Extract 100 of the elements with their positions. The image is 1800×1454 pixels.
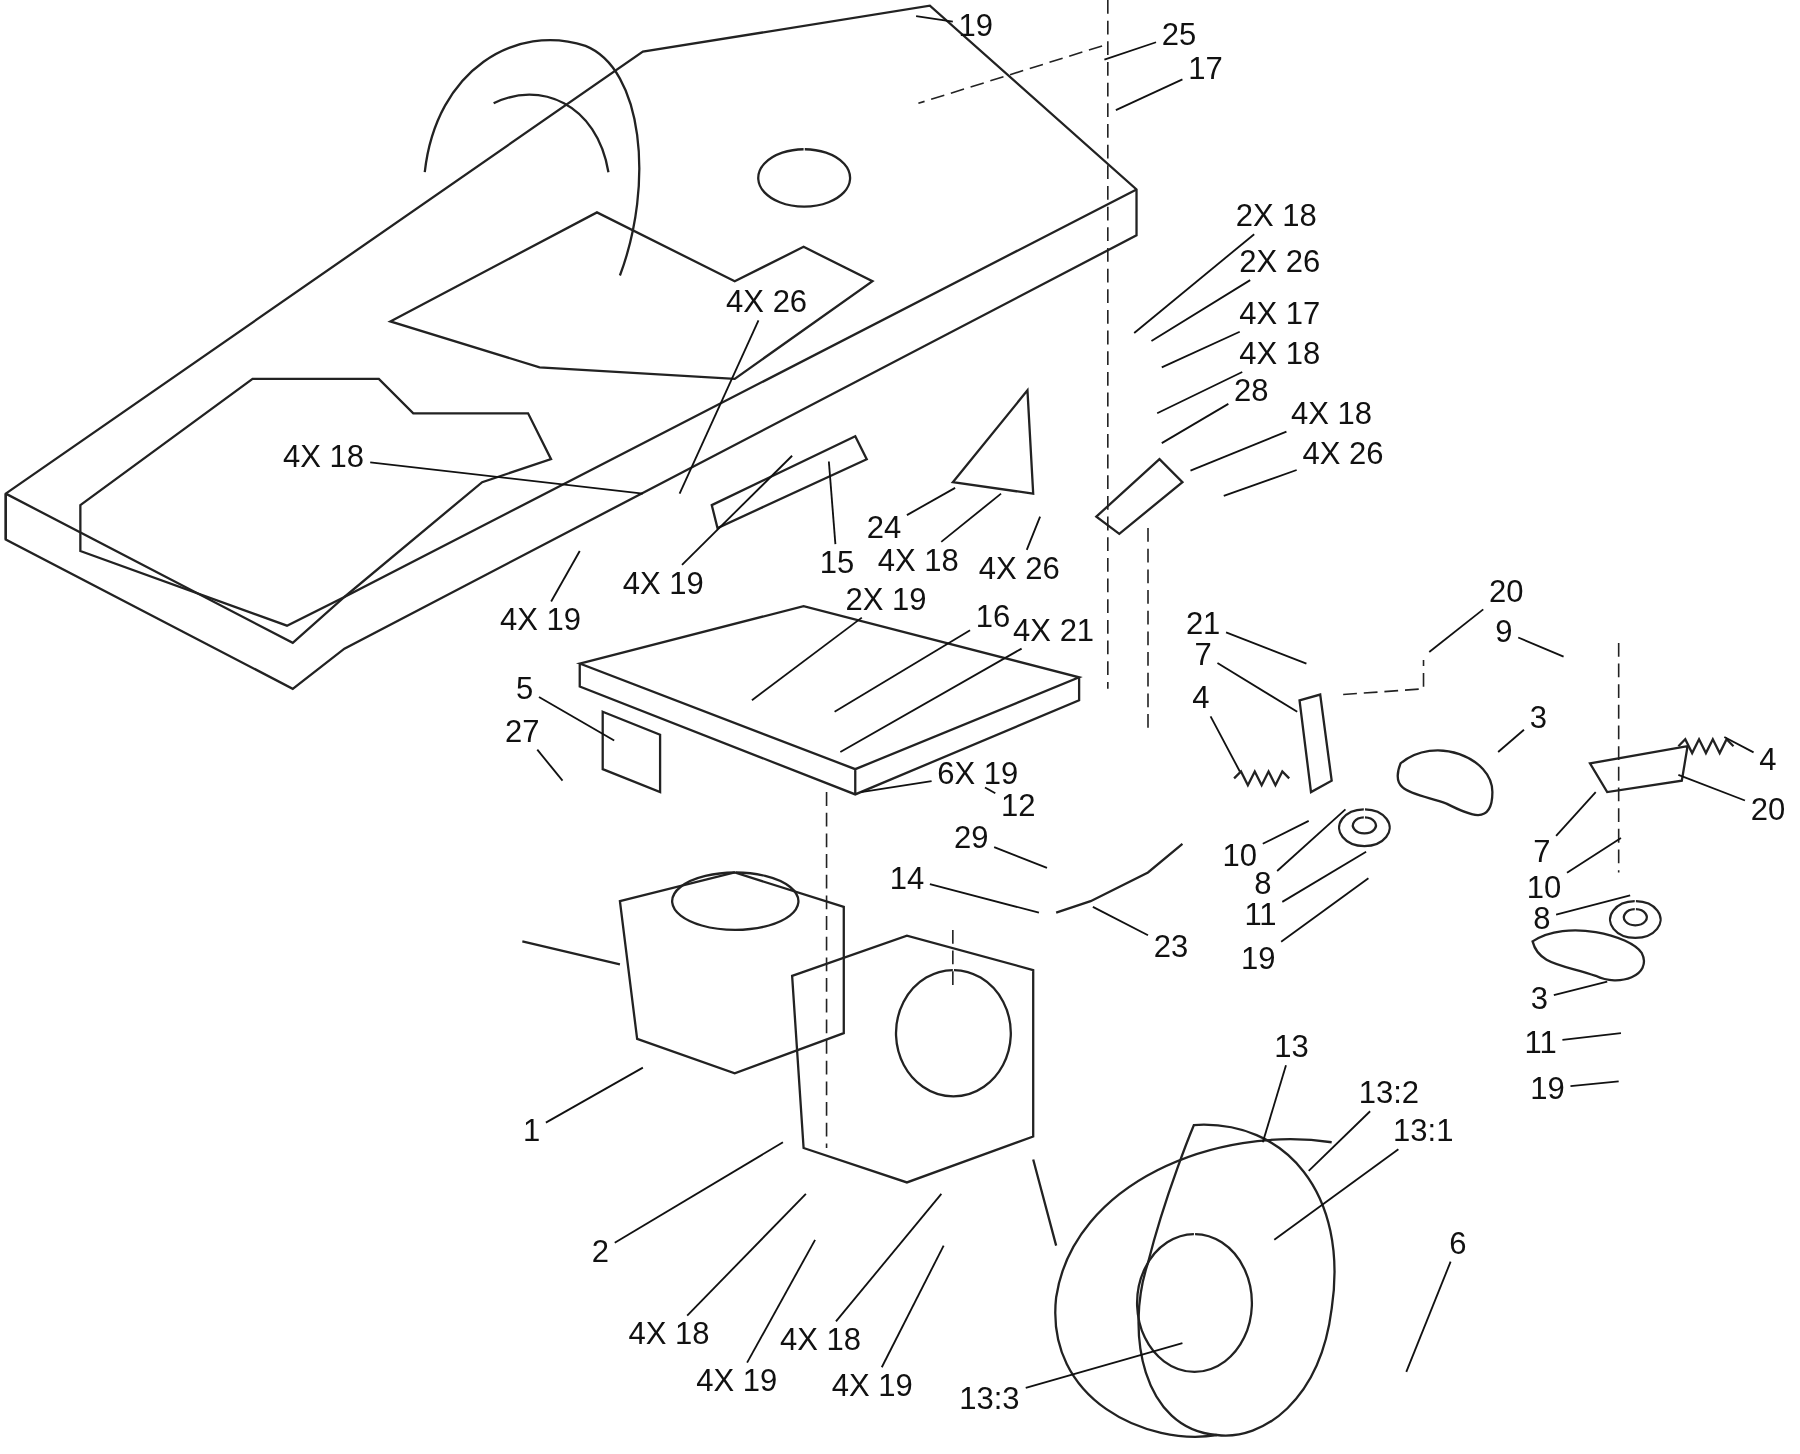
callout-number: 15 bbox=[819, 546, 855, 579]
leader-line bbox=[1566, 837, 1622, 874]
callout-number: 5 bbox=[516, 672, 534, 705]
callout-number: 16 bbox=[975, 600, 1011, 633]
leader-line bbox=[544, 1066, 644, 1124]
leader-line bbox=[1025, 515, 1041, 551]
callout-number: 13:2 bbox=[1358, 1076, 1419, 1109]
callout-number: 13 bbox=[1274, 1030, 1309, 1064]
callout-number: 21 bbox=[1185, 607, 1221, 640]
callout-number: 2X 19 bbox=[845, 583, 927, 616]
leader-line bbox=[1103, 41, 1157, 61]
callout-number: 4X 21 bbox=[1013, 614, 1095, 647]
leader-line bbox=[678, 319, 760, 495]
leader-line bbox=[928, 883, 1040, 914]
leader-line bbox=[1555, 791, 1597, 837]
leader-line bbox=[1273, 1148, 1400, 1241]
leader-line bbox=[915, 15, 954, 23]
leader-line bbox=[1428, 608, 1485, 653]
leader-line bbox=[1677, 774, 1746, 802]
callout-number: 12 bbox=[1001, 789, 1036, 822]
callout-number: 11 bbox=[1524, 1026, 1557, 1059]
leader-line bbox=[1555, 894, 1632, 916]
leader-line bbox=[746, 1238, 816, 1364]
callout-number: 25 bbox=[1161, 18, 1197, 51]
leader-line bbox=[1307, 1110, 1372, 1172]
leader-line bbox=[1133, 233, 1256, 334]
callout-number: 3 bbox=[1530, 982, 1549, 1015]
callout-number: 13:1 bbox=[1393, 1114, 1454, 1147]
leader-line bbox=[1114, 78, 1184, 112]
leader-line bbox=[1561, 1032, 1622, 1041]
leader-line bbox=[369, 461, 644, 495]
leader-line bbox=[827, 460, 837, 546]
callout-number: 6X 19 bbox=[937, 757, 1019, 790]
callout-number: 4X 26 bbox=[978, 552, 1060, 585]
callout-number: 28 bbox=[1234, 374, 1269, 407]
callout-number: 4X 18 bbox=[1290, 397, 1372, 430]
callout-number: 27 bbox=[505, 715, 540, 748]
callout-number: 6 bbox=[1449, 1227, 1467, 1260]
callout-number: 4X 18 bbox=[628, 1317, 710, 1351]
leader-line bbox=[686, 1193, 807, 1317]
leader-line bbox=[538, 696, 616, 742]
callout-number: 19 bbox=[958, 9, 994, 42]
leader-line bbox=[984, 786, 997, 795]
callout-number: 4X 26 bbox=[1302, 437, 1384, 470]
leader-line bbox=[1189, 430, 1288, 472]
callout-number: 19 bbox=[1241, 942, 1276, 975]
callout-number: 4X 18 bbox=[283, 440, 364, 473]
callout-number: 19 bbox=[1530, 1072, 1565, 1105]
callout-number: 10 bbox=[1526, 871, 1562, 904]
callout-number: 4X 18 bbox=[1239, 337, 1321, 370]
callout-number: 2 bbox=[591, 1235, 610, 1268]
leader-line bbox=[1261, 1064, 1287, 1144]
callout-number: 4X 18 bbox=[877, 544, 959, 577]
leader-line bbox=[1517, 636, 1565, 658]
leader-line bbox=[1405, 1260, 1452, 1373]
leader-line bbox=[1150, 279, 1252, 342]
leader-line bbox=[550, 550, 581, 603]
callout-number: 3 bbox=[1529, 701, 1547, 734]
leader-line bbox=[1261, 819, 1310, 845]
leader-line bbox=[1225, 631, 1308, 665]
leader-line bbox=[906, 486, 957, 517]
callout-number: 4 bbox=[1759, 743, 1777, 777]
leader-line bbox=[860, 780, 933, 794]
leader-line bbox=[1280, 877, 1370, 943]
callout-number: 23 bbox=[1153, 931, 1189, 964]
callout-number: 13:3 bbox=[959, 1382, 1020, 1415]
callout-number: 20 bbox=[1488, 575, 1524, 608]
leader-line bbox=[880, 1244, 945, 1369]
leader-line bbox=[1552, 980, 1609, 996]
callout-number: 4X 19 bbox=[696, 1364, 778, 1398]
callout-number: 2X 18 bbox=[1235, 199, 1317, 232]
callout-number: 4X 19 bbox=[499, 603, 581, 636]
leader-line bbox=[1222, 469, 1298, 497]
leader-line bbox=[681, 454, 794, 566]
leader-line bbox=[1156, 371, 1244, 415]
callout-number: 24 bbox=[866, 512, 902, 545]
leader-line bbox=[1160, 330, 1241, 369]
callout-number: 4X 17 bbox=[1239, 297, 1321, 330]
callout-number: 4X 19 bbox=[831, 1369, 913, 1402]
leader-line bbox=[1281, 850, 1368, 903]
callout-number: 1 bbox=[522, 1114, 541, 1147]
callout-number: 4 bbox=[1192, 681, 1210, 715]
callout-number: 20 bbox=[1750, 793, 1786, 826]
callout-number: 2X 26 bbox=[1239, 245, 1321, 278]
callout-number: 17 bbox=[1188, 52, 1223, 85]
leader-line bbox=[751, 616, 863, 702]
callout-number: 7 bbox=[1194, 638, 1212, 671]
leader-line bbox=[1209, 715, 1241, 773]
leader-line bbox=[993, 846, 1048, 869]
callout-number: 4X 18 bbox=[780, 1323, 862, 1356]
callout-number: 14 bbox=[889, 862, 925, 895]
callout-number: 4X 19 bbox=[622, 567, 704, 600]
leader-line bbox=[1497, 728, 1525, 753]
callout-number: 7 bbox=[1533, 835, 1551, 868]
leader-line bbox=[833, 629, 971, 713]
leader-line bbox=[1160, 402, 1230, 445]
leader-line bbox=[536, 748, 564, 782]
callout-number: 29 bbox=[954, 821, 989, 855]
leader-line bbox=[613, 1141, 784, 1244]
leader-line bbox=[1024, 1342, 1184, 1389]
